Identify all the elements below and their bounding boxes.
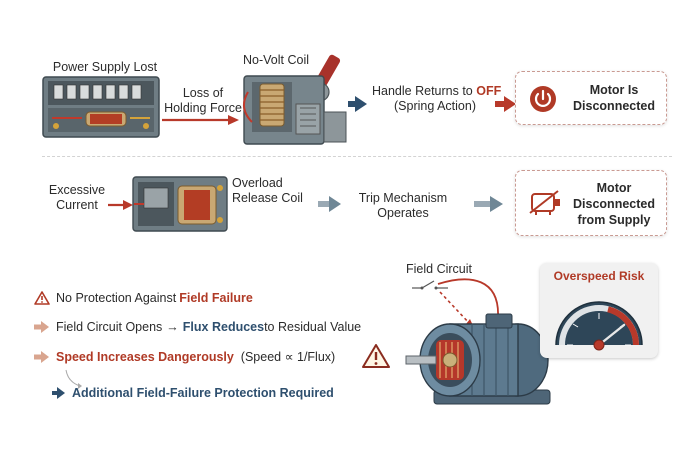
bullet2-text: Field Circuit Opens	[56, 320, 163, 334]
power-icon	[529, 85, 557, 113]
navy-arrow-icon	[52, 387, 66, 399]
result1-line1: Motor Is	[589, 83, 639, 97]
overload-coil-label: Overload Release Coil	[232, 176, 312, 206]
spring-action-text: (Spring Action)	[394, 99, 476, 113]
result2-line1: Motor	[596, 181, 632, 195]
no-volt-coil-illustration	[240, 52, 365, 148]
red-arrow-3	[108, 199, 134, 211]
loss-holding-line1: Loss of	[182, 86, 224, 100]
result2-line2: Disconnected	[573, 197, 655, 211]
red-arrow-2	[495, 96, 517, 112]
overspeed-label: Overspeed Risk	[553, 269, 645, 283]
bullet-speed-increases: Speed Increases Dangerously (Speed ∝ 1/F…	[34, 349, 335, 364]
warning-icon	[34, 291, 50, 305]
handle-returns-text: Handle Returns to	[372, 84, 477, 98]
result-panel-motor-disconnected: Motor Is Disconnected	[515, 71, 667, 125]
big-warning-icon	[361, 343, 391, 369]
excessive-line2: Current	[56, 198, 98, 212]
no-volt-coil-label: No-Volt Coil	[243, 53, 309, 67]
bullet-additional-protection: Additional Field-Failure Protection Requ…	[52, 386, 334, 400]
trip-line1: Trip Mechanism	[358, 191, 448, 205]
field-circuit-label: Field Circuit	[406, 262, 472, 276]
tan-arrow-icon-2	[34, 350, 50, 363]
trip-line2: Operates	[377, 206, 429, 220]
bullet1-text: No Protection Against	[56, 291, 177, 305]
gray-arrow-2	[474, 196, 504, 212]
excessive-current-label: Excessive Current	[44, 183, 110, 213]
power-supply-lost-label: Power Supply Lost	[52, 60, 158, 74]
curved-pointer-arrow	[64, 368, 84, 390]
speed-gauge	[548, 287, 650, 353]
overload-line2: Release Coil	[232, 191, 303, 205]
result2-line3: from Supply	[577, 213, 651, 227]
bullet1-highlight: Field Failure	[179, 291, 253, 305]
field-switch-icon	[412, 278, 452, 296]
red-arrow-1	[162, 114, 240, 126]
overload-line1: Overload	[232, 176, 283, 190]
bullet3-highlight: Speed Increases Dangerously	[56, 349, 234, 364]
loss-holding-label: Loss of Holding Force	[158, 86, 248, 116]
gray-arrow-1	[318, 196, 342, 212]
result1-line2: Disconnected	[573, 99, 655, 113]
result-panel-motor-disconnected-supply: Motor Disconnected from Supply	[515, 170, 667, 236]
bullet3-suffix: (Speed ∝ 1/Flux)	[233, 350, 336, 364]
bullet2-highlight: Flux Reduces	[182, 320, 265, 334]
excessive-line1: Excessive	[48, 183, 106, 197]
dc-motor-illustration	[400, 278, 560, 418]
motor-crossed-icon	[528, 189, 562, 217]
trip-mechanism-label: Trip Mechanism Operates	[350, 191, 456, 221]
overload-relay-illustration	[132, 176, 228, 232]
bullet2-suffix: to Residual Value	[264, 320, 362, 334]
bullet-field-circuit-opens: Field Circuit Opens → Flux Reduces to Re…	[34, 320, 361, 334]
handle-returns-label: Handle Returns to OFF (Spring Action)	[372, 84, 502, 114]
handle-off-text: OFF	[476, 84, 502, 98]
tan-arrow-icon	[34, 321, 50, 333]
bullet-no-protection: No Protection Against Field Failure	[34, 291, 253, 305]
bullet4-text: Additional Field-Failure Protection Requ…	[72, 386, 334, 400]
overspeed-gauge-card: Overspeed Risk	[540, 263, 658, 358]
loss-holding-line2: Holding Force	[164, 101, 242, 115]
starter-panel-illustration	[42, 76, 160, 138]
section-divider	[42, 156, 672, 157]
bullet2-arrow: →	[166, 320, 179, 334]
navy-arrow-1	[348, 96, 368, 112]
